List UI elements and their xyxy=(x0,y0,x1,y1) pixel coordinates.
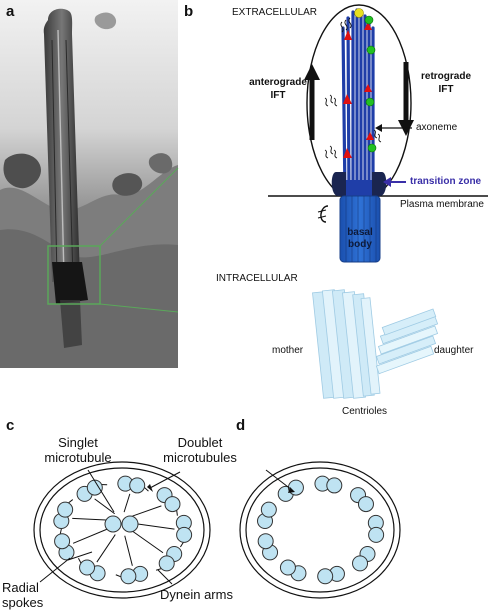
extracellular-label: EXTRACELLULAR xyxy=(232,7,318,18)
doublet-tubule xyxy=(357,496,374,513)
axoneme-base xyxy=(341,180,377,196)
mother-label: mother xyxy=(272,345,304,356)
mother-centriole xyxy=(312,289,381,399)
ift-green-particles xyxy=(364,15,377,153)
zoom-box xyxy=(47,167,179,313)
doublet-tubule xyxy=(79,559,96,576)
radial-spoke xyxy=(94,498,116,515)
doublet-tubule xyxy=(176,526,193,543)
radial-spokes-label-2: spokes xyxy=(2,595,44,610)
transition-zone-left xyxy=(331,172,346,196)
radial-spoke xyxy=(72,527,110,544)
cilium-schematic xyxy=(268,4,488,263)
daughter-label: daughter xyxy=(434,345,474,356)
doublet-tubule xyxy=(158,555,175,572)
centrioles-label: Centrioles xyxy=(342,406,388,417)
anterograde-label-2: IFT xyxy=(270,90,286,101)
ift-red-particles xyxy=(343,22,374,158)
radial-spoke xyxy=(135,523,175,530)
basal-body-label-1: basal xyxy=(347,227,373,238)
radial-spokes-label-1: Radial xyxy=(2,580,39,595)
plasma-membrane-label: Plasma membrane xyxy=(400,199,484,210)
doublet-tubule xyxy=(260,501,277,518)
doublet-label-2: microtubules xyxy=(163,450,237,465)
radial-spokes xyxy=(59,483,185,578)
outer-doublets-c xyxy=(53,475,193,585)
doublet-tubule xyxy=(326,477,343,494)
anterograde-arrow xyxy=(304,64,320,140)
panel-label-c: c xyxy=(6,417,15,434)
rootlet-curl xyxy=(320,205,329,223)
axoneme-label: axoneme xyxy=(416,122,458,133)
retrograde-label-1: retrograde xyxy=(420,71,471,82)
outer-membrane-c xyxy=(33,461,211,599)
doublet-tubule xyxy=(352,555,369,572)
outer-membrane-d xyxy=(239,461,401,599)
singlet-label-1: Singlet xyxy=(58,435,98,450)
retrograde-label-2: IFT xyxy=(438,84,454,95)
zoom-connector-top xyxy=(99,167,179,247)
doublet-tubule xyxy=(287,479,304,496)
transition-zone-label: transition zone xyxy=(410,176,482,187)
doublet-tubule xyxy=(86,479,103,496)
zoom-rectangle xyxy=(47,245,101,305)
intracellular-label: INTRACELLULAR xyxy=(216,273,298,284)
anterograde-label-1: anterograde xyxy=(249,77,307,88)
central-pair xyxy=(104,515,139,533)
transition-zone-pointer xyxy=(383,177,406,187)
dynein-arms-label: Dynein arms xyxy=(160,587,233,602)
outer-doublets-d xyxy=(257,475,385,585)
basal-body-label-2: body xyxy=(348,239,372,250)
doublet-label-1: Doublet xyxy=(177,435,223,450)
doublet-tubule xyxy=(54,533,71,550)
panel-c-pointers xyxy=(39,469,181,585)
axoneme-cross-section-9-0 xyxy=(239,461,401,599)
electron-micrograph xyxy=(0,0,178,368)
radial-spoke xyxy=(72,517,109,521)
panel-label-d: d xyxy=(236,417,246,434)
doublet-tubule xyxy=(368,526,385,543)
radial-spoke xyxy=(96,534,116,563)
panel-d-pointer xyxy=(265,469,293,491)
ciliary-membrane xyxy=(306,4,412,202)
ift-cargo-squiggles xyxy=(324,17,382,159)
doublet-tubule xyxy=(257,533,274,550)
panel-label-b: b xyxy=(184,3,194,20)
axoneme-pointer xyxy=(375,124,412,132)
doublet-tubule xyxy=(164,496,181,513)
radial-spoke xyxy=(132,505,162,517)
doublet-tubule xyxy=(317,568,334,585)
doublet-tubule xyxy=(129,477,146,494)
daughter-centriole xyxy=(375,308,439,375)
singlet-label-2: microtubule xyxy=(44,450,112,465)
zoom-connector-bottom xyxy=(99,303,179,313)
transition-zone-right xyxy=(372,172,387,196)
radial-spoke xyxy=(132,531,164,554)
ift-yellow-particle xyxy=(354,8,364,18)
radial-spoke xyxy=(124,535,133,566)
doublet-tubule xyxy=(120,568,137,585)
axoneme-cross-section-9-2 xyxy=(33,461,211,599)
panel-label-a: a xyxy=(6,3,15,20)
doublet-tubule xyxy=(57,501,74,518)
doublet-tubule xyxy=(279,559,296,576)
radial-spoke xyxy=(123,493,131,513)
